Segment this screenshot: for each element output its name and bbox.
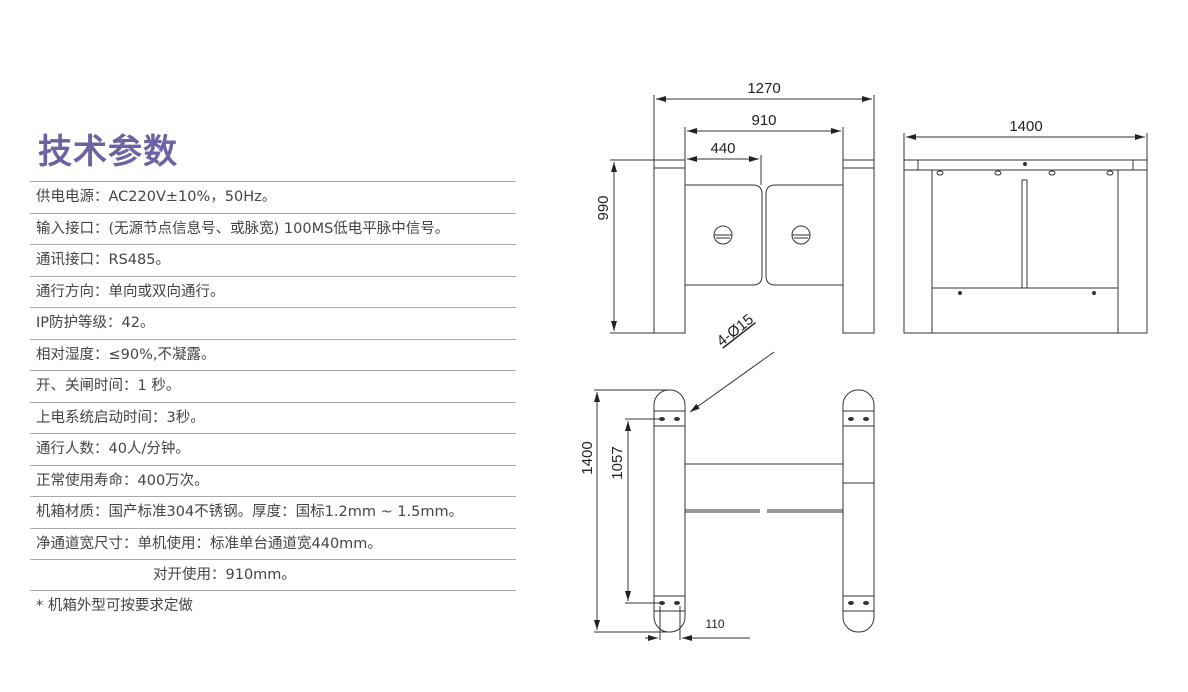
spec-item: IP防护等级：42。 bbox=[30, 307, 516, 339]
spec-item: 通行方向：单向或双向通行。 bbox=[30, 275, 516, 308]
dim-440: 440 bbox=[710, 140, 735, 157]
spec-item: 开、关闸时间：1 秒。 bbox=[30, 370, 516, 402]
dim-side-1400: 1400 bbox=[1009, 118, 1042, 135]
spec-item: 正常使用寿命：400万次。 bbox=[30, 464, 516, 497]
spec-item: 机箱材质：国产标准304不锈钢。厚度：国标1.2mm ~ 1.5mm。 bbox=[30, 496, 516, 528]
spec-item: 输入接口：(无源节点信息号、或脉宽) 100MS低电平脉中信号。 bbox=[30, 212, 516, 245]
spec-item: 通行人数：40人/分钟。 bbox=[30, 433, 516, 465]
spec-item: 供电电源：AC220V±10%，50Hz。 bbox=[30, 181, 516, 213]
spec-item: 相对湿度：≤90%,不凝露。 bbox=[30, 338, 516, 371]
dim-990: 990 bbox=[595, 195, 612, 220]
front-view bbox=[610, 95, 875, 334]
side-view bbox=[903, 133, 1148, 334]
spec-item: 通讯接口：RS485。 bbox=[30, 244, 516, 276]
spec-item: 上电系统启动时间：3秒。 bbox=[30, 401, 516, 434]
spec-item: 净通道宽尺寸：单机使用：标准单台通道宽440mm。 bbox=[30, 527, 516, 560]
dim-110: 110 bbox=[705, 617, 724, 631]
dim-1270: 1270 bbox=[747, 80, 780, 97]
dim-910: 910 bbox=[751, 112, 776, 129]
footnote: * 机箱外型可按要求定做 bbox=[36, 597, 193, 614]
spec-item: 对开使用：910mm。 bbox=[30, 559, 516, 591]
top-view bbox=[594, 351, 875, 641]
dim-top-1400: 1400 bbox=[579, 441, 596, 474]
spec-list: 供电电源：AC220V±10%，50Hz。 输入接口：(无源节点信息号、或脉宽)… bbox=[30, 181, 516, 622]
dim-1057: 1057 bbox=[609, 446, 626, 479]
page-title: 技术参数 bbox=[38, 132, 178, 172]
dim-hole-diameter: 4-Ø15 bbox=[714, 311, 757, 350]
